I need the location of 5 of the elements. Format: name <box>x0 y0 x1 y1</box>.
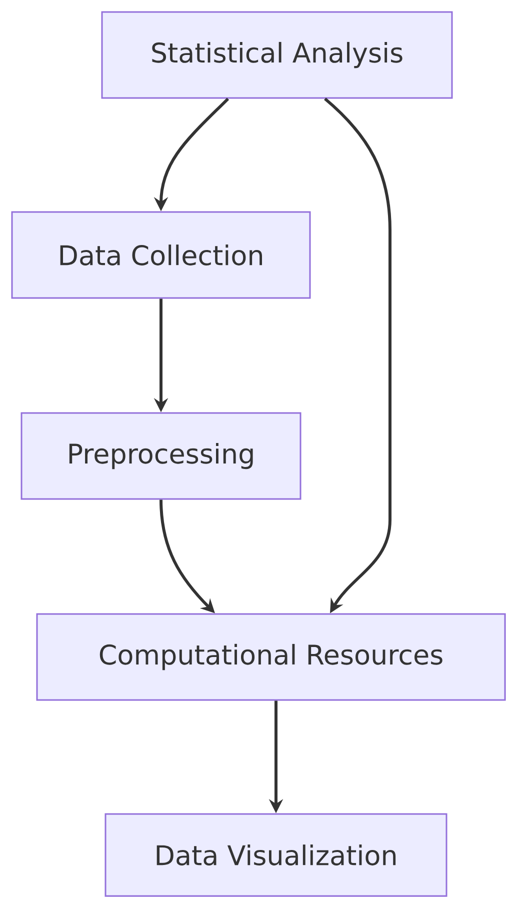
process-box: Preprocessing <box>20 412 302 500</box>
process-box: Data Collection <box>11 211 311 299</box>
process-box: Data Visualization <box>104 813 448 897</box>
process-box: Computational Resources <box>36 613 506 701</box>
process-box: Statistical Analysis <box>101 11 453 99</box>
